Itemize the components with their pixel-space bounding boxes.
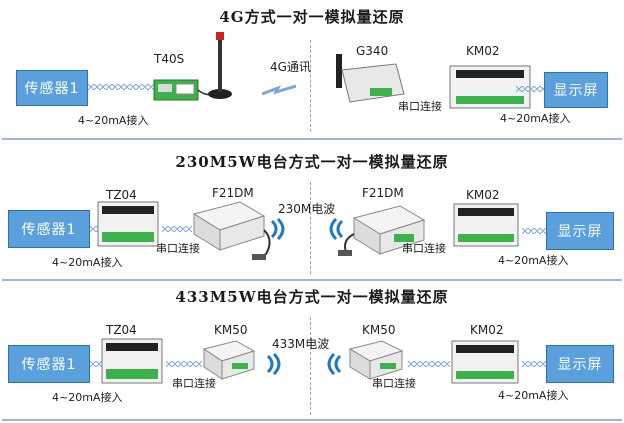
label-km02: KM02 <box>470 323 504 337</box>
display-box: 显示屏 <box>544 72 608 108</box>
label-serial-left: 串口连接 <box>172 377 216 390</box>
center-divider <box>310 317 311 415</box>
center-divider <box>310 182 311 274</box>
wave-line <box>166 361 202 367</box>
km50-device-icon <box>348 340 404 380</box>
sensor-box: 传感器1 <box>8 210 90 248</box>
radio-signal-icon <box>270 218 285 240</box>
label-link: 4G通讯 <box>270 60 311 74</box>
center-divider <box>310 40 311 132</box>
radio-signal-icon <box>327 353 342 375</box>
label-serial: 串口连接 <box>398 100 442 113</box>
g340-device-icon <box>336 54 405 103</box>
panel-4g: 4G方式一对一模拟量还原 传感器1 T40S 4G通讯 G340 KM02 显示… <box>0 0 624 142</box>
panel-title: 230M5W电台方式一对一模拟量还原 <box>175 153 449 171</box>
tz04-device-icon <box>97 201 159 247</box>
label-f21dm-left: F21DM <box>212 186 254 200</box>
label-serial-right: 串口连接 <box>402 242 446 255</box>
radio-signal-icon <box>266 353 281 375</box>
sensor-box: 传感器1 <box>16 70 88 106</box>
km02-device-icon <box>451 340 519 384</box>
panel-433m: 433M5W电台方式一对一模拟量还原 传感器1 TZ04 KM50 433M电波… <box>0 281 624 423</box>
divider-1 <box>2 138 622 140</box>
divider-3 <box>2 419 622 421</box>
label-km50-left: KM50 <box>214 323 248 337</box>
label-t40s: T40S <box>154 52 185 66</box>
wave-line <box>522 228 546 234</box>
panel-title: 433M5W电台方式一对一模拟量还原 <box>175 288 449 306</box>
label-out-signal: 4~20mA接入 <box>498 389 569 402</box>
tz04-device-icon <box>101 338 163 384</box>
label-in-signal: 4~20mA接入 <box>52 256 123 269</box>
wave-line <box>162 226 192 232</box>
display-box: 显示屏 <box>546 212 614 250</box>
label-out-signal: 4~20mA接入 <box>500 112 571 125</box>
display-box: 显示屏 <box>546 345 614 383</box>
km50-device-icon <box>202 340 256 380</box>
wave-line <box>522 361 546 367</box>
radio-signal-icon <box>329 218 344 240</box>
panel-230m: 230M5W电台方式一对一模拟量还原 传感器1 TZ04 F21DM 230M电… <box>0 142 624 281</box>
divider-2 <box>2 279 622 281</box>
panel-title: 4G方式一对一模拟量还原 <box>219 8 405 26</box>
label-km02: KM02 <box>466 188 500 202</box>
sensor-box: 传感器1 <box>8 345 90 383</box>
label-serial-left: 串口连接 <box>156 242 200 255</box>
label-tz04: TZ04 <box>106 323 137 337</box>
label-km02: KM02 <box>466 44 500 58</box>
label-out-signal: 4~20mA接入 <box>498 254 569 267</box>
label-km50-right: KM50 <box>362 323 396 337</box>
label-f21dm-right: F21DM <box>362 186 404 200</box>
t40s-device-icon <box>153 32 232 101</box>
label-link: 433M电波 <box>272 337 330 351</box>
label-g340: G340 <box>356 44 389 58</box>
label-link: 230M电波 <box>278 202 336 216</box>
label-tz04: TZ04 <box>106 188 137 202</box>
label-serial-right: 串口连接 <box>372 377 416 390</box>
f21dm-device-icon <box>338 205 426 256</box>
wave-line <box>516 86 546 92</box>
lightning-icon <box>262 84 296 96</box>
km02-device-icon <box>453 203 519 247</box>
wave-line <box>408 361 451 367</box>
label-in-signal: 4~20mA接入 <box>78 114 149 127</box>
label-in-signal: 4~20mA接入 <box>52 391 123 404</box>
f21dm-device-icon <box>192 201 271 260</box>
